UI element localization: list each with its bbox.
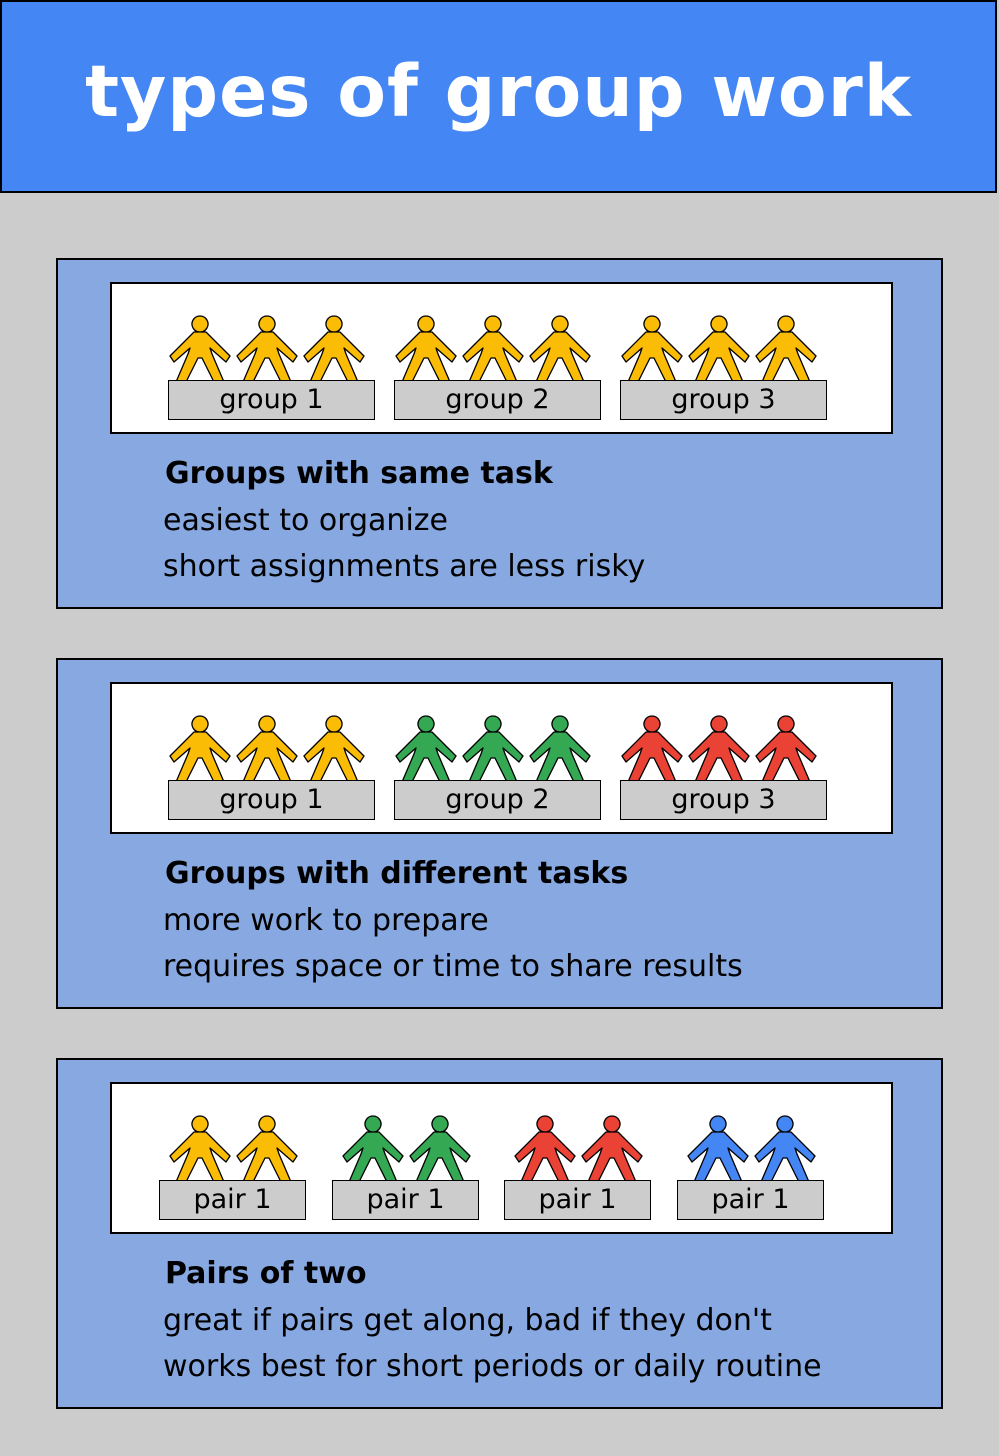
panel-different-tasks: group 1 group 2 group 3 Groups with differ… [56, 658, 943, 1009]
panel-title: Groups with different tasks [165, 856, 629, 891]
person-icon [686, 1114, 750, 1183]
pairs-illustration: pair 1 pair 1 pair 1 pair 1 [110, 1082, 893, 1234]
person-icon [235, 1114, 299, 1183]
group-unit: group 2 [394, 714, 601, 820]
person-icon [754, 314, 818, 383]
panel-line: more work to prepare [163, 903, 489, 938]
person-icon [687, 714, 751, 783]
pair-unit: pair 1 [677, 1114, 824, 1220]
pair-label: pair 1 [677, 1180, 824, 1220]
panel-line: short assignments are less risky [163, 549, 646, 584]
people-row [394, 714, 601, 783]
panel-line: works best for short periods or daily ro… [163, 1349, 822, 1384]
pair-unit: pair 1 [332, 1114, 479, 1220]
header-banner: types of group work [0, 0, 997, 193]
people-row [620, 314, 827, 383]
person-icon [461, 714, 525, 783]
person-icon [168, 1114, 232, 1183]
pair-label: pair 1 [332, 1180, 479, 1220]
person-icon [235, 714, 299, 783]
person-icon [461, 314, 525, 383]
people-row [620, 714, 827, 783]
person-icon [620, 314, 684, 383]
groups-illustration: group 1 group 2 group 3 [110, 282, 893, 434]
person-icon [302, 714, 366, 783]
people-row [332, 1114, 479, 1183]
panel-pairs: pair 1 pair 1 pair 1 pair 1 Pairs of two gr… [56, 1058, 943, 1409]
people-row [677, 1114, 824, 1183]
panel-line: great if pairs get along, bad if they do… [163, 1303, 772, 1338]
pair-unit: pair 1 [159, 1114, 306, 1220]
person-icon [753, 1114, 817, 1183]
people-row [504, 1114, 651, 1183]
people-row [159, 1114, 306, 1183]
panel-line: requires space or time to share results [163, 949, 743, 984]
group-label: group 1 [168, 780, 375, 820]
group-label: group 1 [168, 380, 375, 420]
group-label: group 2 [394, 380, 601, 420]
group-unit: group 1 [168, 714, 375, 820]
person-icon [394, 714, 458, 783]
person-icon [513, 1114, 577, 1183]
panel-title: Groups with same task [165, 456, 553, 491]
groups-illustration: group 1 group 2 group 3 [110, 682, 893, 834]
group-label: group 3 [620, 780, 827, 820]
person-icon [168, 714, 232, 783]
person-icon [528, 714, 592, 783]
person-icon [168, 314, 232, 383]
people-row [168, 714, 375, 783]
person-icon [302, 314, 366, 383]
person-icon [620, 714, 684, 783]
person-icon [341, 1114, 405, 1183]
people-row [394, 314, 601, 383]
panel-line: easiest to organize [163, 503, 448, 538]
person-icon [580, 1114, 644, 1183]
group-unit: group 2 [394, 314, 601, 420]
page-title: types of group work [85, 50, 912, 133]
person-icon [394, 314, 458, 383]
group-label: group 3 [620, 380, 827, 420]
person-icon [408, 1114, 472, 1183]
pair-unit: pair 1 [504, 1114, 651, 1220]
person-icon [528, 314, 592, 383]
pair-label: pair 1 [159, 1180, 306, 1220]
group-unit: group 1 [168, 314, 375, 420]
panel-same-task: group 1 group 2 group 3 Groups with same t… [56, 258, 943, 609]
group-label: group 2 [394, 780, 601, 820]
panel-title: Pairs of two [165, 1256, 367, 1291]
group-unit: group 3 [620, 714, 827, 820]
people-row [168, 314, 375, 383]
person-icon [687, 314, 751, 383]
person-icon [235, 314, 299, 383]
person-icon [754, 714, 818, 783]
pair-label: pair 1 [504, 1180, 651, 1220]
group-unit: group 3 [620, 314, 827, 420]
